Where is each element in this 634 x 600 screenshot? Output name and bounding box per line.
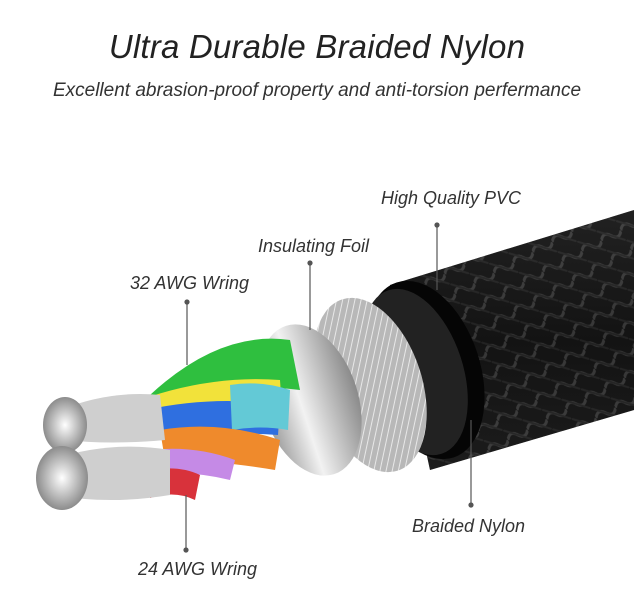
page-subtitle: Excellent abrasion-proof property and an… [52, 80, 582, 101]
foil-label: Insulating Foil [258, 236, 370, 256]
awg32-label: 32 AWG Wring [130, 273, 250, 293]
inner-wires [140, 338, 300, 500]
pvc-label: High Quality PVC [381, 188, 522, 208]
callout-lines [183, 222, 474, 553]
braided-nylon-label: Braided Nylon [412, 516, 526, 536]
awg24-label: 24 AWG Wring [138, 559, 258, 579]
page-title: Ultra Durable Braided Nylon [108, 28, 526, 65]
copper-strands [36, 394, 170, 510]
